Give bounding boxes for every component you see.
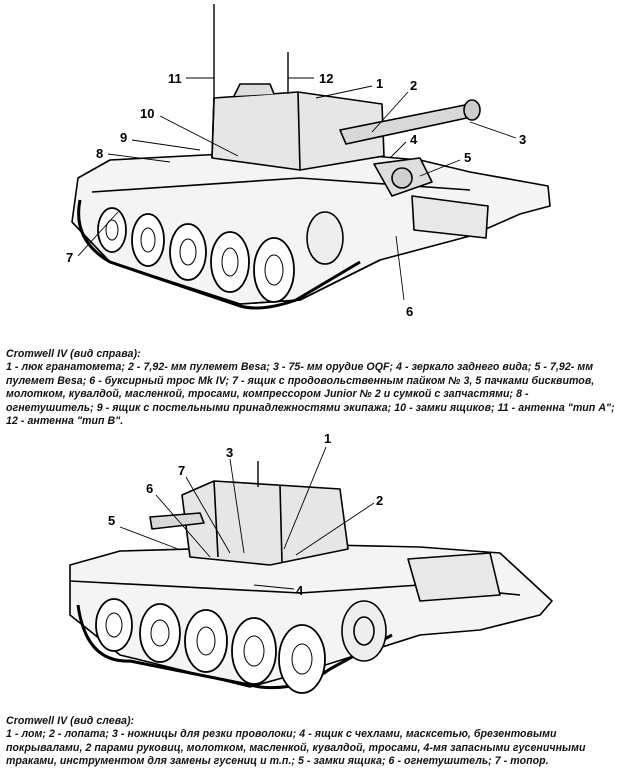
caption-left-title: Cromwell IV (вид слева):	[6, 715, 135, 727]
caption-left-view: Cromwell IV (вид слева): 1 - лом; 2 - ло…	[6, 715, 618, 769]
callout-5-left: 5	[108, 513, 115, 528]
callout-6: 6	[406, 304, 413, 319]
callout-3-left: 3	[226, 445, 233, 460]
tank-drawing-right: 11 12 1 2 3 4 5 6 7 8 9 10	[66, 4, 551, 319]
callout-4-left: 4	[296, 583, 304, 598]
callout-2-left: 2	[376, 493, 383, 508]
callout-10: 10	[140, 106, 154, 121]
callout-3: 3	[519, 132, 526, 147]
callout-1: 1	[376, 76, 383, 91]
callout-9: 9	[120, 130, 127, 145]
caption-right-text: 1 - люк гранатомета; 2 - 7,92- мм пулеме…	[6, 361, 615, 428]
caption-right-title: Cromwell IV (вид справа):	[6, 348, 141, 360]
callout-12: 12	[319, 71, 333, 86]
callout-5: 5	[464, 150, 471, 165]
caption-right-view: Cromwell IV (вид справа): 1 - люк гранат…	[6, 348, 618, 428]
callout-6-left: 6	[146, 481, 153, 496]
tank-illustration-left-view: 1 2 3 4 5 6 7	[0, 425, 625, 710]
callout-7-left: 7	[178, 463, 185, 478]
tank-drawing-left: 1 2 3 4 5 6 7	[69, 431, 553, 694]
callout-8: 8	[96, 146, 103, 161]
callout-2: 2	[410, 78, 417, 93]
tank-illustration-right-view: 11 12 1 2 3 4 5 6 7 8 9 10	[0, 0, 625, 322]
callout-4: 4	[410, 132, 418, 147]
callout-7: 7	[66, 250, 73, 265]
caption-left-text: 1 - лом; 2 - лопата; 3 - ножницы для рез…	[6, 728, 586, 768]
callout-1-left: 1	[324, 431, 331, 446]
callout-11: 11	[168, 71, 182, 86]
